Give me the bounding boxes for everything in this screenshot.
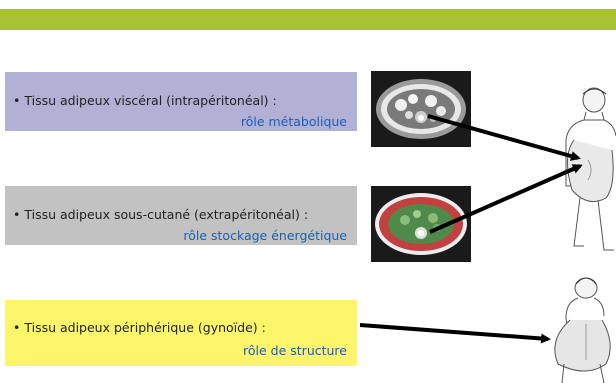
arrow-subcutaneous bbox=[430, 166, 580, 232]
arrow-peripheral bbox=[360, 325, 548, 339]
gynoid-body-figure bbox=[555, 278, 610, 383]
arrow-visceral bbox=[428, 116, 578, 158]
